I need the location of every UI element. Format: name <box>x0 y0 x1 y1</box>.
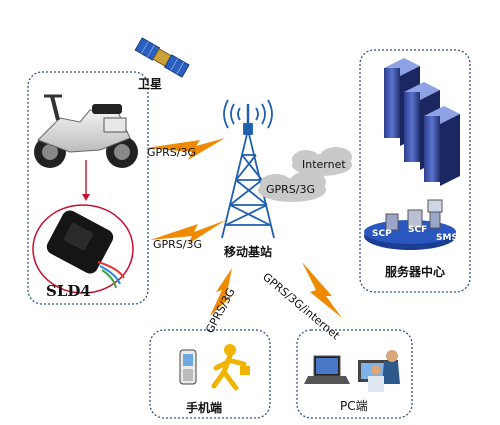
tower-icon <box>221 99 275 239</box>
arrow-down-icon <box>82 194 90 201</box>
mobile-end-label: 手机端 <box>186 400 222 415</box>
bolt-pc-icon <box>302 262 342 318</box>
gps-tracker-icon <box>32 204 134 294</box>
pc-box <box>296 329 413 419</box>
server-rack-icon <box>384 58 460 186</box>
cloud-gprs-label: GPRS/3G <box>266 183 315 196</box>
server-box <box>359 49 471 293</box>
link-device-label: GPRS/3G <box>153 238 202 251</box>
device-box <box>27 71 149 305</box>
scf-label: SCF <box>408 225 427 235</box>
mobile-box <box>149 329 271 419</box>
phone-icon <box>179 349 197 385</box>
bolt-device-icon <box>150 220 226 244</box>
satellite-icon <box>134 37 190 78</box>
tower-label: 移动基站 <box>224 244 272 259</box>
bolt-bike-icon <box>146 138 225 160</box>
scp-label: SCP <box>372 229 392 239</box>
pc-end-label: PC端 <box>340 399 368 413</box>
scooter-icon <box>34 94 138 168</box>
server-center-label: 服务器中心 <box>385 264 445 279</box>
person-icon <box>211 344 250 391</box>
service-platform-icon <box>364 199 456 250</box>
people-icon <box>358 350 400 392</box>
cloud-internet-label: Internet <box>302 158 346 171</box>
link-bike-label: GPRS/3G <box>147 146 196 159</box>
device-label: SLD4 <box>46 282 91 300</box>
laptop-icon <box>304 355 350 384</box>
bolt-mobile-icon <box>210 268 232 316</box>
satellite-label: 卫星 <box>138 77 162 91</box>
cloud-icon <box>258 147 352 202</box>
sms-label: SMS <box>436 233 458 243</box>
